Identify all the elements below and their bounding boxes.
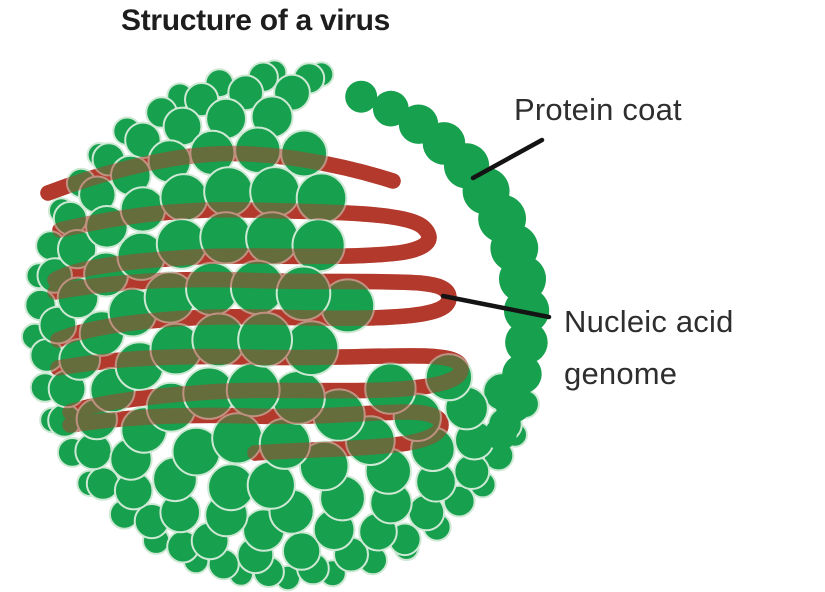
nucleic-acid-pointer-line: [440, 293, 552, 320]
capsid-ring-beads: [345, 80, 550, 450]
pointer-lines: [440, 137, 552, 320]
label-nucleic-acid-line2: genome: [564, 356, 678, 391]
label-protein-coat: Protein coat: [514, 92, 682, 127]
label-nucleic-acid-line1: Nucleic acid: [564, 304, 734, 339]
label-nucleic-acid-genome: Nucleic acid genome: [564, 296, 734, 400]
page-title: Structure of a virus: [121, 4, 391, 37]
protein-coat-pointer-line: [470, 137, 545, 181]
